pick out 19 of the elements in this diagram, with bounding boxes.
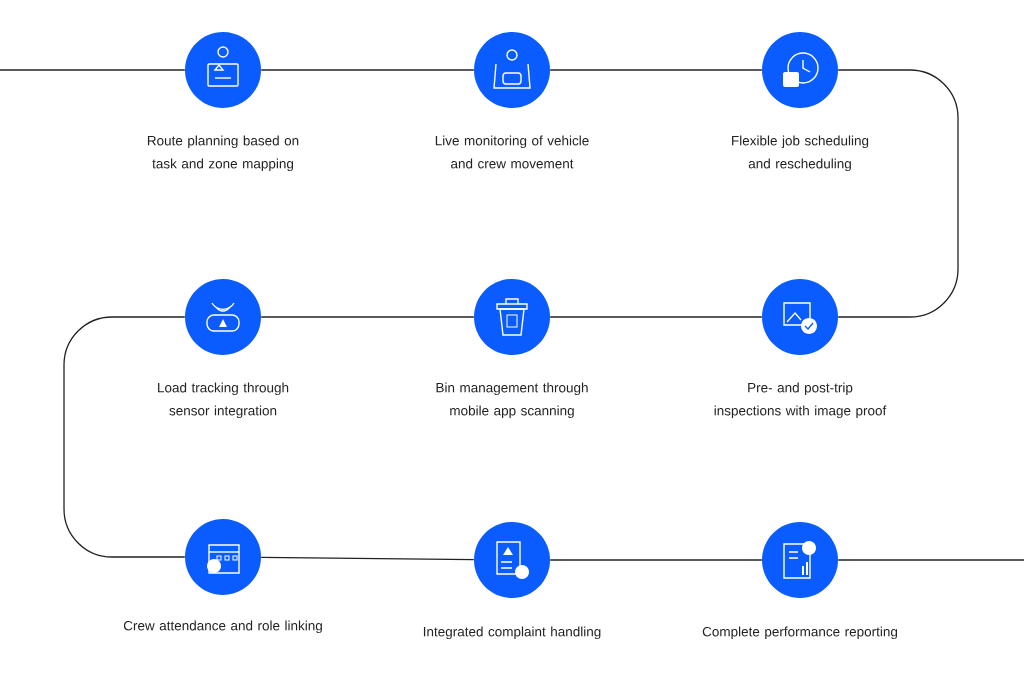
connector-line (260, 69, 475, 71)
step-caption: Route planning based on task and zone mapping (147, 135, 299, 172)
connector-line (63, 316, 186, 558)
step-caption: Load tracking through sensor integration (158, 382, 289, 419)
step-caption: Crew attendance and role linking (123, 620, 322, 634)
connector-line (260, 316, 475, 318)
step-caption: Pre- and post-trip inspections with image proof (714, 382, 887, 419)
connector-line (260, 556, 475, 561)
connector-line (0, 69, 186, 71)
step-caption: Live monitoring of vehicle and crew movement (435, 135, 589, 169)
connector-line (549, 559, 763, 561)
step-caption: Integrated complaint handling (423, 626, 601, 640)
step-caption: Flexible job scheduling and rescheduling (732, 135, 869, 172)
connector-line (549, 69, 763, 71)
connector-line (549, 316, 763, 318)
step-caption: Complete performance reporting (702, 626, 897, 640)
step-caption: Bin management through mobile app scanning (436, 382, 588, 419)
connector-line (837, 559, 1024, 561)
connector-line (837, 69, 959, 318)
